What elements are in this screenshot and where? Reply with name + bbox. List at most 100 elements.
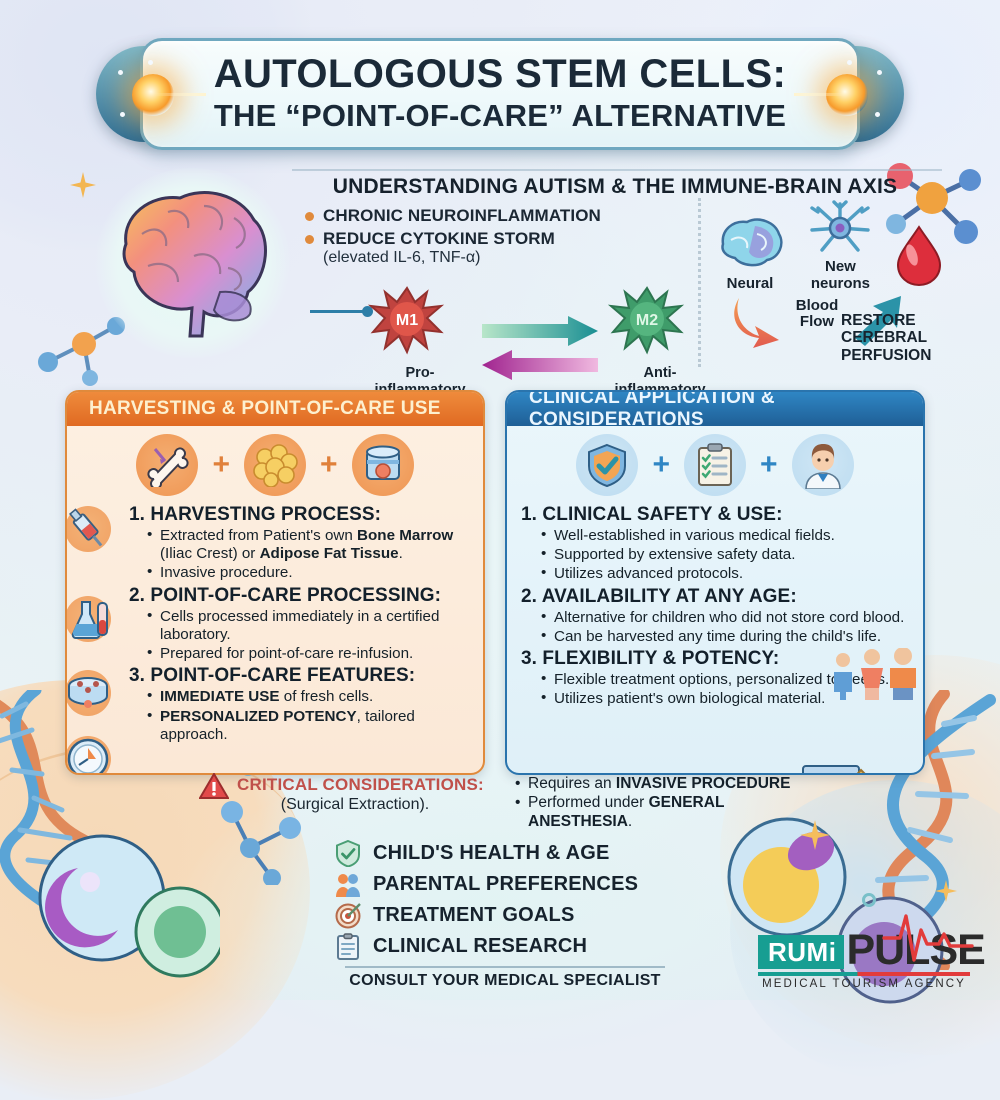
list-item: Utilizes advanced protocols. xyxy=(541,564,911,583)
consideration-checklist: CHILD'S HEALTH & AGE PARENTAL PREFERENCE… xyxy=(335,838,638,962)
decor-ring xyxy=(862,893,876,907)
list-item: Invasive procedure. xyxy=(147,563,471,582)
brain-icon xyxy=(122,191,267,338)
bullet-dot-icon xyxy=(305,212,314,221)
clinical-icon-row: + + xyxy=(507,426,923,500)
harvesting-panel-header: HARVESTING & POINT-OF-CARE USE xyxy=(67,392,483,426)
glow-beam-left xyxy=(154,93,206,96)
syringe-icon xyxy=(67,506,111,552)
decor-dot xyxy=(847,60,852,65)
list-item: TREATMENT GOALS xyxy=(335,900,638,931)
arrow-right-icon xyxy=(482,315,598,346)
section-heading-immune-brain: UNDERSTANDING AUTISM & THE IMMUNE-BRAIN … xyxy=(332,175,898,198)
restore-cerebral-perfusion-label: RESTORE CEREBRAL PERFUSION xyxy=(841,312,932,364)
centrifuge-icon xyxy=(67,670,111,716)
bullet-label: REDUCE CYTOKINE STORM xyxy=(323,229,555,249)
list-item: PARENTAL PREFERENCES xyxy=(335,869,638,900)
microglia-m1-icon: M1 xyxy=(367,286,445,355)
blueprint-stemcell-icon xyxy=(802,765,866,773)
harvesting-icon-row: + + xyxy=(67,426,483,500)
flask-testtube-icon xyxy=(67,596,111,642)
section-heading-2: 2. POINT-OF-CARE PROCESSING: xyxy=(129,584,442,606)
brain-small-icon xyxy=(721,218,783,267)
checklist-label: CHILD'S HEALTH & AGE xyxy=(373,842,610,864)
footer-text: CONSULT YOUR MEDICAL SPECIALIST xyxy=(349,972,661,989)
section-heading-3: 3. POINT-OF-CARE FEATURES: xyxy=(129,665,416,687)
centrifuge-canister-icon xyxy=(351,434,414,496)
checklist-label: PARENTAL PREFERENCES xyxy=(373,873,639,895)
list-item: Extracted from Patient's own Bone Marrow… xyxy=(147,526,471,563)
neural-label: Neural xyxy=(726,275,774,292)
divider-top xyxy=(292,169,942,171)
neural-icons-row: Neural New neurons xyxy=(715,200,945,292)
neuron-icon xyxy=(810,200,871,252)
bone-icon xyxy=(136,434,199,496)
title-plate: AUTOLOGOUS STEM CELLS: THE “POINT-OF-CAR… xyxy=(140,38,860,150)
list-item: IMMEDIATE USE of fresh cells. xyxy=(147,687,471,706)
target-icon xyxy=(335,903,361,929)
page-title-line1: AUTOLOGOUS STEM CELLS: xyxy=(213,52,787,97)
list-item: Well-established in various medical fiel… xyxy=(541,526,911,545)
list-item: Requires an INVASIVE PROCEDURE xyxy=(515,775,795,794)
svg-text:M1: M1 xyxy=(396,312,418,329)
connector-line xyxy=(310,306,373,317)
clipboard-icon xyxy=(337,933,359,960)
list-item: CLINICAL RESEARCH xyxy=(335,931,638,962)
shield-check-icon xyxy=(336,840,360,867)
decor-dot xyxy=(120,112,125,117)
checklist-label: CLINICAL RESEARCH xyxy=(373,935,588,957)
plus-icon: + xyxy=(760,448,778,481)
svg-text:M2: M2 xyxy=(636,312,658,329)
blood-flow-label: Blood Flow xyxy=(795,297,839,331)
microglia-m2-icon: M2 xyxy=(607,286,685,355)
section-heading-1: 1. CLINICAL SAFETY & USE: xyxy=(521,504,783,525)
immune-bullets: CHRONIC NEUROINFLAMMATION REDUCE CYTOKIN… xyxy=(305,205,635,269)
sparkle-icon xyxy=(935,880,957,902)
critical-subtitle: (Surgical Extraction). xyxy=(280,796,430,813)
bullet-dot-icon xyxy=(305,235,314,245)
decor-dot xyxy=(148,60,153,65)
list-item: CHILD'S HEALTH & AGE xyxy=(335,838,638,869)
harvesting-panel: HARVESTING & POINT-OF-CARE USE + xyxy=(65,390,485,775)
decor-dot xyxy=(877,70,882,75)
doctor-icon xyxy=(791,434,854,496)
decor-dot xyxy=(118,70,123,75)
arrow-left-icon xyxy=(482,349,598,380)
blood-drop-icon xyxy=(896,225,941,287)
bullet-item: REDUCE CYTOKINE STORM (elevated IL-6, TN… xyxy=(305,228,635,266)
list-item: Performed under GENERAL ANESTHESIA. xyxy=(515,794,795,832)
bullet-item: CHRONIC NEUROINFLAMMATION xyxy=(305,205,635,226)
list-item: PERSONALIZED POTENCY, tailored approach. xyxy=(147,707,471,744)
arrow-pair xyxy=(475,315,605,380)
glow-beam-right xyxy=(794,93,846,96)
section-heading-1: 1. HARVESTING PROCESS: xyxy=(129,504,382,525)
plus-icon: + xyxy=(652,448,670,481)
brand-logo[interactable]: RUMi PULSE MEDICAL TOURISM AGENCY xyxy=(758,914,986,990)
people-icon xyxy=(336,874,360,897)
list-item: Supported by extensive safety data. xyxy=(541,545,911,564)
title-banner: AUTOLOGOUS STEM CELLS: THE “POINT-OF-CAR… xyxy=(96,38,904,150)
immune-brain-axis-section: UNDERSTANDING AUTISM & THE IMMUNE-BRAIN … xyxy=(70,160,942,414)
critical-considerations: CRITICAL CONSIDERATIONS: (Surgical Extra… xyxy=(199,773,805,832)
logo-mark: RUMi xyxy=(758,935,845,969)
stem-cell-cluster-icon xyxy=(38,834,220,978)
clinical-panel-header: CLINICAL APPLICATION & CONSIDERATIONS xyxy=(507,392,923,430)
new-neurons-label: New neurons xyxy=(810,258,870,292)
ekg-line-icon xyxy=(882,914,974,962)
clock-icon xyxy=(67,736,111,773)
list-item: Cells processed immediately in a certifi… xyxy=(147,607,471,644)
footer-divider xyxy=(345,966,665,968)
critical-title: CRITICAL CONSIDERATIONS: xyxy=(237,775,484,794)
list-item: Prepared for point-of-care re-infusion. xyxy=(147,644,471,663)
fat-cells-icon xyxy=(244,434,306,496)
bullet-label: CHRONIC NEUROINFLAMMATION xyxy=(323,206,601,225)
neural-restore-group: Neural New neurons xyxy=(715,200,945,364)
section-heading-2: 2. AVAILABILITY AT ANY AGE: xyxy=(521,585,797,607)
logo-tagline: MEDICAL TOURISM AGENCY xyxy=(762,978,966,990)
bullet-sublabel: (elevated IL-6, TNF-α) xyxy=(323,248,481,266)
plus-icon: + xyxy=(320,448,338,481)
list-item: Alternative for children who did not sto… xyxy=(541,608,911,627)
critical-points: Requires an INVASIVE PROCEDURE Performed… xyxy=(515,775,795,832)
harvesting-panel-body: 1. HARVESTING PROCESS: Extracted from Pa… xyxy=(67,500,483,773)
clipboard-checklist-icon xyxy=(684,434,746,496)
